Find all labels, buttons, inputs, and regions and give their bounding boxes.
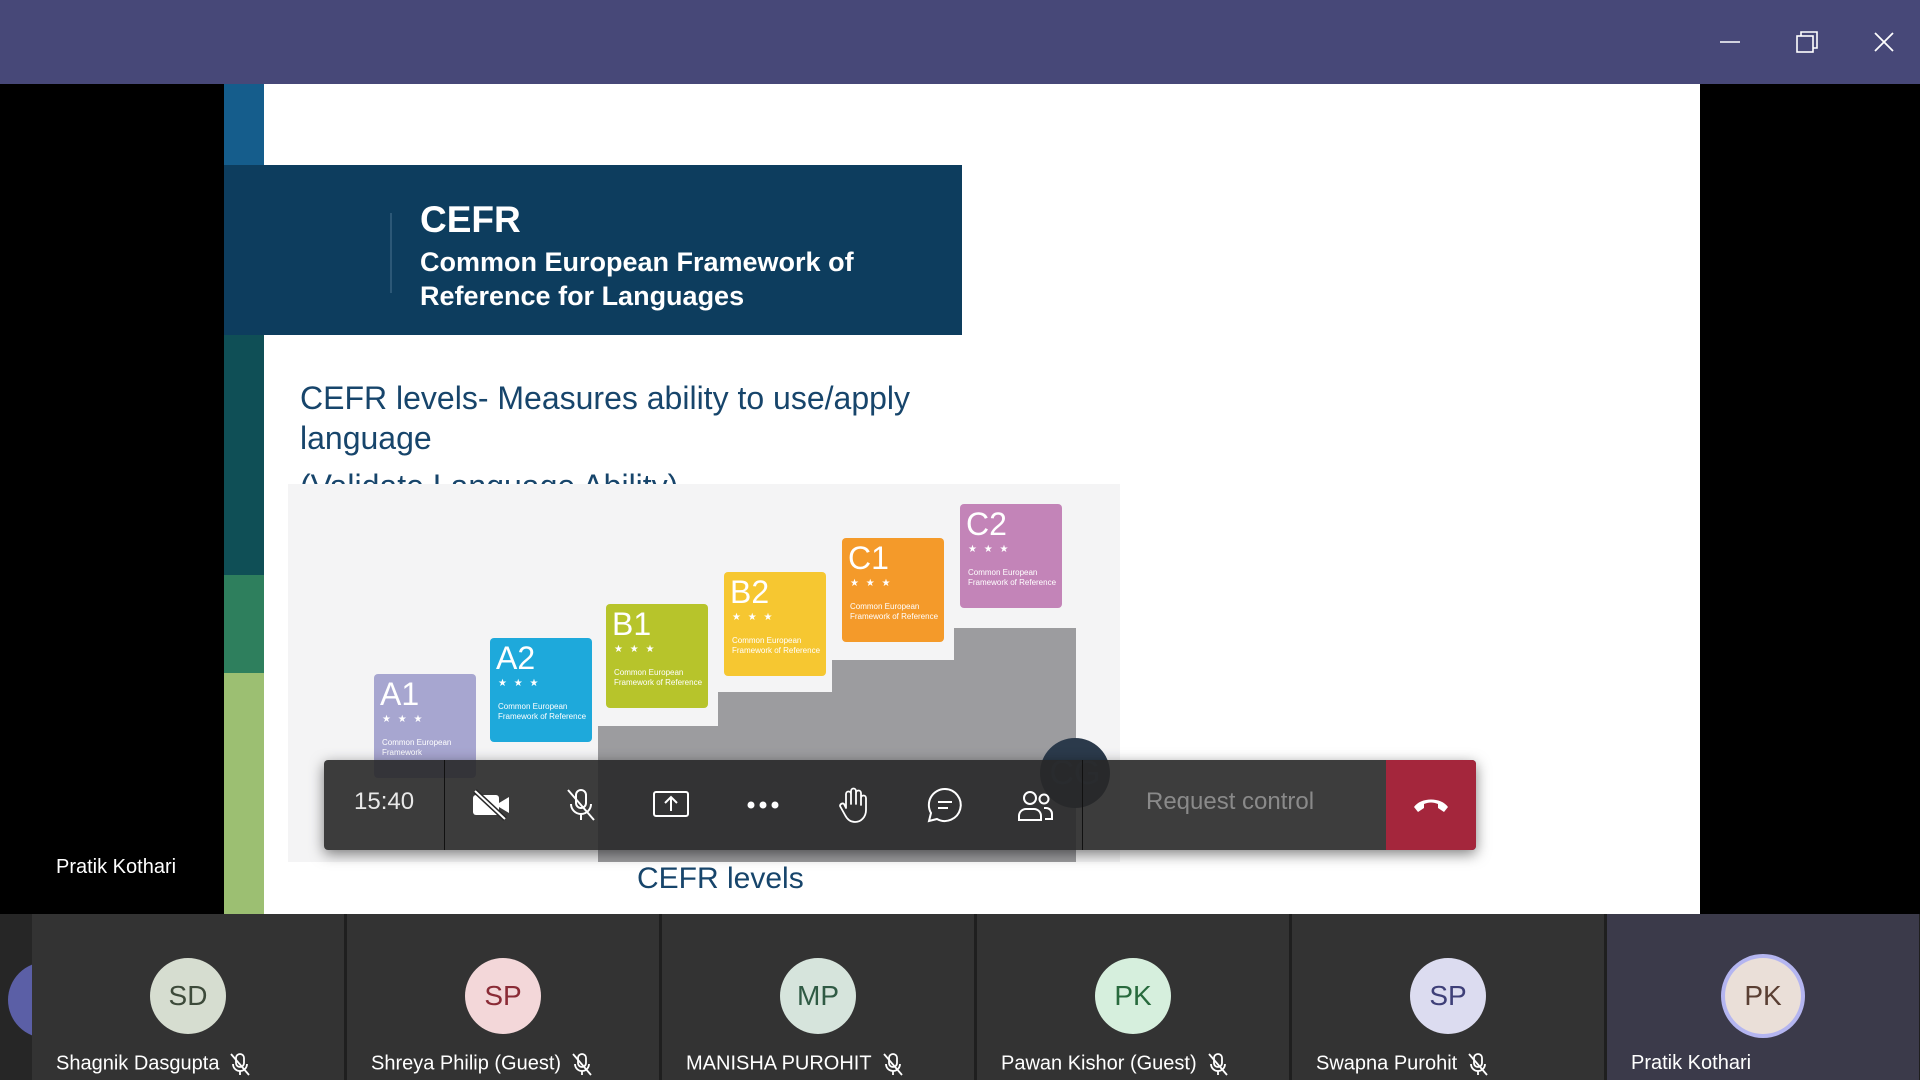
participant-tile[interactable]: SP Shreya Philip (Guest) [347,914,659,1080]
participant-tile-active-speaker[interactable]: PK Pratik Kothari [1607,914,1919,1080]
minimize-icon [1720,41,1740,43]
level-card-c1: C1 ★ ★ ★ Common European Framework of Re… [842,538,944,642]
stars-icon: ★ ★ ★ [382,714,425,725]
mic-off-icon [230,1053,251,1076]
camera-off-icon [473,789,509,821]
avatar: SD [150,958,226,1034]
stars-icon: ★ ★ ★ [732,612,775,623]
level-code: C2 [966,506,1007,542]
title-bar [0,0,1920,84]
participant-tile[interactable]: SD Shagnik Dasgupta [32,914,344,1080]
restore-icon [1796,31,1818,53]
slide-caption: CEFR levels [637,862,804,895]
participant-tile[interactable]: PK Pawan Kishor (Guest) [977,914,1289,1080]
stars-icon: ★ ★ ★ [850,578,893,589]
participant-name: Pawan Kishor (Guest) [1001,1052,1197,1075]
slide-strip [224,575,264,673]
slide-title: CEFR [420,199,521,240]
level-code: C1 [848,540,889,576]
close-icon [1874,32,1894,52]
level-code: B1 [612,606,652,642]
mic-off-icon [567,789,595,821]
close-button[interactable] [1864,22,1904,62]
stars-icon: ★ ★ ★ [498,678,541,689]
avatar: PK [1725,958,1801,1034]
level-code: A1 [380,676,420,712]
level-card-a2: A2 ★ ★ ★ Common European Framework of Re… [490,638,592,742]
slide-text-line: CEFR levels- Measures ability to use/app… [300,380,911,416]
hang-up-button[interactable] [1386,760,1476,850]
level-caption: Common European Framework [382,738,452,757]
slide-strip [224,84,264,165]
participant-tile[interactable]: SP Swapna Purohit [1292,914,1604,1080]
share-screen-button[interactable] [646,780,696,830]
minimize-button[interactable] [1710,22,1750,62]
slide-strip [224,335,264,575]
slide-text-line: language [300,420,432,456]
mic-toggle-button[interactable] [556,780,606,830]
hang-up-icon [1414,799,1448,812]
request-control-button[interactable]: Request control [1146,788,1315,815]
more-options-icon [747,801,779,809]
toolbar-divider [444,760,445,850]
level-code: A2 [496,640,536,676]
stars-icon: ★ ★ ★ [968,544,1011,555]
more-options-button[interactable] [738,780,788,830]
chat-icon [927,787,962,823]
level-card-c2: C2 ★ ★ ★ Common European Framework of Re… [960,504,1062,608]
participants-button[interactable] [1010,780,1060,830]
slide-strip [224,673,264,914]
level-caption: Common European Framework of Reference [732,636,821,655]
participant-name: Pratik Kothari [1631,1052,1752,1074]
participant-tile[interactable]: MP MANISHA PUROHIT [662,914,974,1080]
share-screen-icon [653,791,689,817]
level-caption: Common European Framework of Reference [498,702,587,721]
toolbar-divider [1082,760,1083,850]
avatar: MP [780,958,856,1034]
level-caption: Common European Framework of Reference [968,568,1057,587]
participants-icon [1018,791,1053,821]
participant-tile-partial[interactable] [0,914,32,1080]
mic-off-icon [1207,1053,1228,1076]
meeting-toolbar: 15:40 Request control [324,760,1476,850]
level-card-b1: B1 ★ ★ ★ Common European Framework of Re… [606,604,708,708]
level-caption: Common European Framework of Reference [614,668,703,687]
presenter-name: Pratik Kothari [56,856,177,878]
slide-subtitle: Common European Framework of Reference f… [420,247,854,311]
restore-button[interactable] [1787,22,1827,62]
stars-icon: ★ ★ ★ [614,644,657,655]
participant-name: Swapna Purohit [1316,1052,1458,1075]
meeting-timer: 15:40 [354,788,415,815]
participant-name: Shreya Philip (Guest) [371,1052,562,1075]
level-code: B2 [730,574,770,610]
raise-hand-button[interactable] [828,780,878,830]
participant-name: MANISHA PUROHIT [686,1052,872,1075]
avatar: PK [1095,958,1171,1034]
participant-name: Shagnik Dasgupta [56,1052,220,1075]
mic-off-icon [572,1053,592,1076]
avatar: SP [465,958,541,1034]
camera-toggle-button[interactable] [466,780,516,830]
avatar: SP [1410,958,1486,1034]
level-caption: Common European Framework of Reference [850,602,939,621]
participant-gallery: SD Shagnik Dasgupta SP Shreya Philip (Gu… [0,914,1920,1080]
avatar [8,962,32,1038]
slide-header: CEFR Common European Framework of Refere… [224,165,962,335]
raise-hand-icon [839,787,867,823]
mic-off-icon [1468,1053,1488,1076]
mic-off-icon [882,1053,903,1076]
chat-button[interactable] [920,780,970,830]
level-card-b2: B2 ★ ★ ★ Common European Framework of Re… [724,572,826,676]
header-divider [390,213,392,293]
